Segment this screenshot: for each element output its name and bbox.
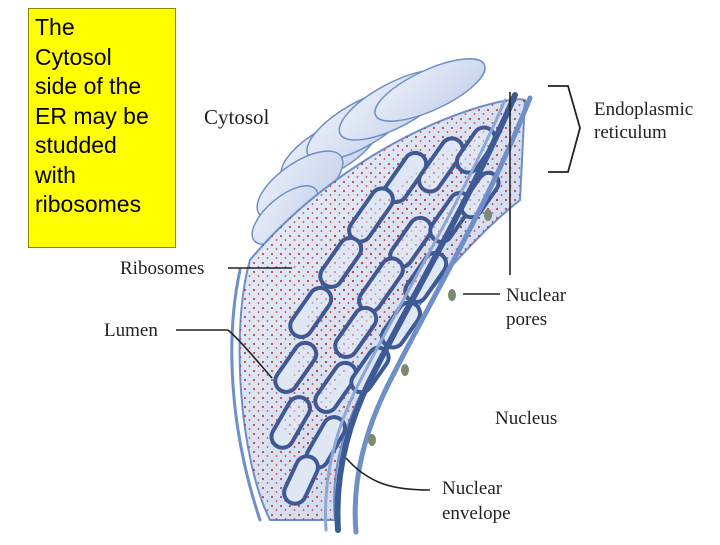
callout-line: The	[35, 13, 169, 43]
label-pores-line1: Nuclear	[506, 285, 567, 306]
callout-line: side of the	[35, 72, 169, 102]
label-envelope-line1: Nuclear	[442, 478, 503, 499]
label-envelope-line2: envelope	[442, 503, 511, 524]
callout-line: with	[35, 161, 169, 191]
label-lumen: Lumen	[104, 320, 158, 341]
callout-note: The Cytosol side of the ER may be studde…	[28, 8, 176, 248]
label-ribosomes: Ribosomes	[120, 258, 204, 279]
callout-line: ER may be	[35, 102, 169, 132]
label-nucleus: Nucleus	[495, 408, 557, 429]
label-pores-line2: pores	[506, 309, 547, 330]
callout-line: Cytosol	[35, 43, 169, 73]
label-cytosol: Cytosol	[204, 105, 270, 129]
callout-line: studded	[35, 131, 169, 161]
label-er-line2: reticulum	[594, 122, 667, 143]
er-bracket	[548, 86, 580, 172]
callout-line: ribosomes	[35, 190, 169, 220]
label-er-line1: Endoplasmic	[594, 99, 693, 120]
